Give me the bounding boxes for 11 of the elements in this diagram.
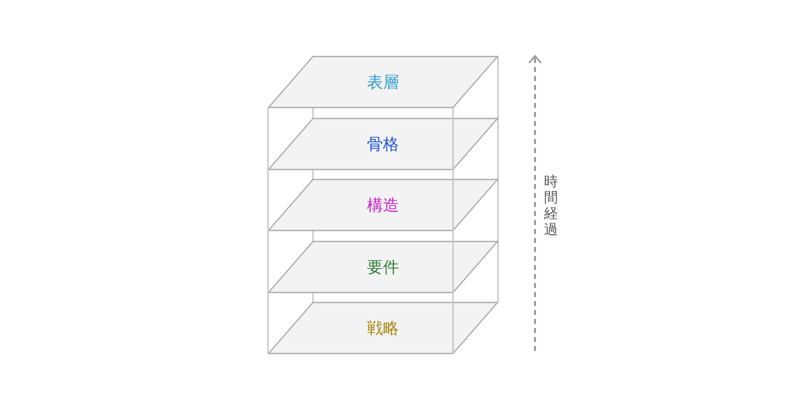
layer-label: 骨格	[367, 134, 399, 154]
axis-label: 時間経過	[543, 174, 559, 238]
layer-label: 戦略	[367, 318, 399, 338]
layer-plane	[268, 56, 498, 108]
layer-plane	[268, 302, 498, 354]
layer-label: 要件	[367, 256, 399, 276]
layer-plane	[268, 118, 498, 170]
layer-label: 構造	[367, 195, 399, 215]
layer-label: 表層	[367, 72, 399, 92]
layer-plane	[268, 240, 498, 292]
layer-plane	[268, 179, 498, 231]
